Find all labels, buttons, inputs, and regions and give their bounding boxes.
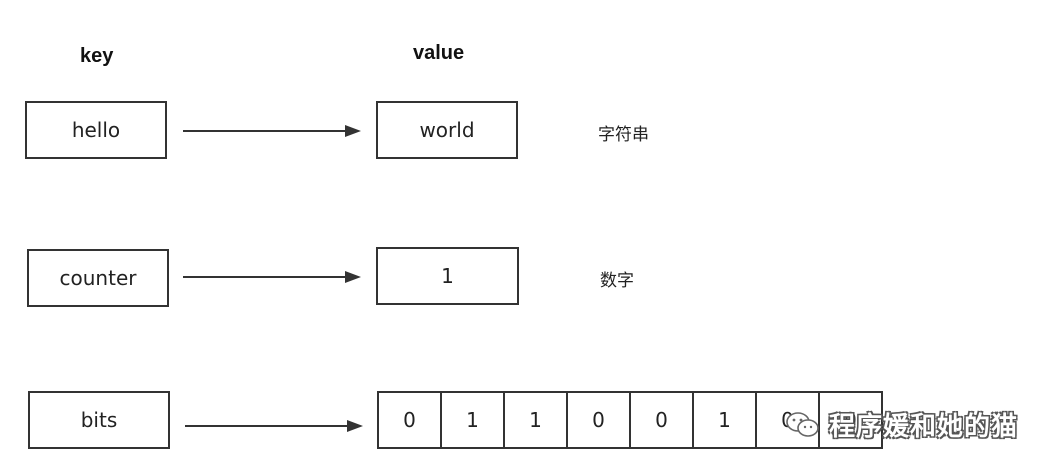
bit-array: 0 1 1 0 0 1 0 0 xyxy=(377,391,883,449)
bit-cell: 1 xyxy=(503,391,568,449)
type-label-string: 字符串 xyxy=(598,125,649,145)
key-column-header: key xyxy=(80,45,114,67)
value-box-number: 1 xyxy=(376,247,519,305)
key-box-bits: bits xyxy=(28,391,170,449)
bit-cell: 1 xyxy=(692,391,757,449)
key-box-counter: counter xyxy=(27,249,169,307)
arrow-icon xyxy=(183,271,361,283)
watermark-text: 程序媛和她的猫 xyxy=(829,412,1019,442)
type-label-binary: 二进制 xyxy=(930,415,981,435)
arrow-icon xyxy=(185,420,363,432)
bit-cell: 1 xyxy=(440,391,505,449)
bit-cell: 0 xyxy=(818,391,883,449)
key-box-hello: hello xyxy=(25,101,167,159)
bit-cell: 0 xyxy=(377,391,442,449)
arrow-icon xyxy=(183,125,361,137)
value-box-world: world xyxy=(376,101,518,159)
watermark: 程序媛和她的猫 xyxy=(785,406,1018,443)
bit-cell: 0 xyxy=(566,391,631,449)
type-label-number: 数字 xyxy=(600,271,634,291)
wechat-icon xyxy=(786,411,819,437)
bit-cell: 0 xyxy=(629,391,694,449)
value-column-header: value xyxy=(413,42,465,64)
